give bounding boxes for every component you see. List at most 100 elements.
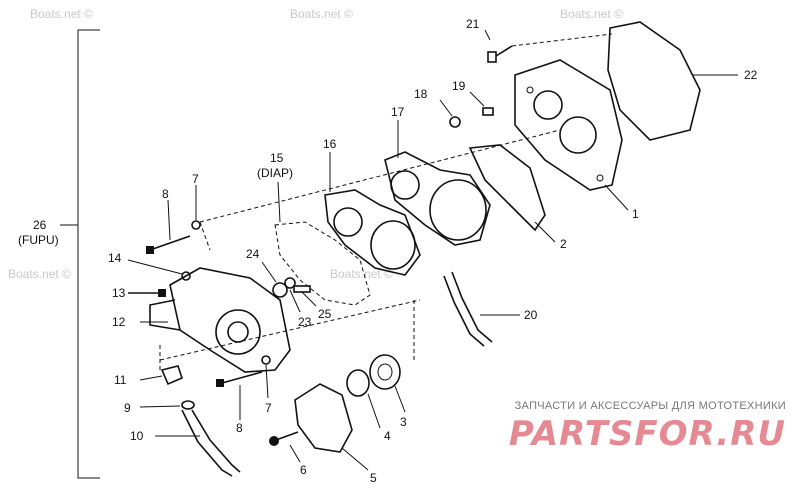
part-8-bolt-head xyxy=(216,379,224,387)
part-12-cylinder xyxy=(215,309,261,355)
watermark: Boats.net © xyxy=(560,7,623,21)
label-18: 18 xyxy=(414,87,428,101)
label-13: 13 xyxy=(112,286,126,300)
axis-line xyxy=(159,299,421,361)
part-8-bolt xyxy=(221,371,263,384)
part-6-screw-head xyxy=(269,436,279,446)
part-17-housing xyxy=(384,151,491,246)
part-14-fitting xyxy=(181,271,191,281)
part-22-gasket xyxy=(607,21,701,141)
part-6-screw xyxy=(275,431,299,441)
part-17-chamber xyxy=(429,179,487,241)
label-15-sub: (DIAP) xyxy=(257,166,293,180)
label-19: 19 xyxy=(452,79,466,93)
watermark: Boats.net © xyxy=(8,267,71,281)
label-7a: 7 xyxy=(192,172,199,186)
label-22: 22 xyxy=(744,68,758,82)
label-12: 12 xyxy=(112,315,126,329)
part-1-chamber xyxy=(559,116,597,154)
part-16-hole xyxy=(333,207,363,237)
part-20-hose xyxy=(443,275,485,347)
leader-25 xyxy=(301,291,317,307)
part-25-spring xyxy=(293,285,311,293)
label-7b: 7 xyxy=(265,401,272,415)
part-12-outlet xyxy=(149,299,181,331)
leader-19 xyxy=(469,91,485,107)
leader-21 xyxy=(484,29,491,41)
part-21-screw-shank xyxy=(495,45,513,57)
leader-8 xyxy=(167,199,171,241)
partsfor-banner: ЗАПЧАСТИ И АКСЕССУАРЫ ДЛЯ МОТОТЕХНИКИ PA… xyxy=(486,400,786,454)
part-16-hole xyxy=(370,220,416,270)
label-3: 3 xyxy=(400,415,407,429)
leader-2 xyxy=(534,221,556,243)
axis-line xyxy=(199,129,561,223)
label-16: 16 xyxy=(323,137,337,151)
partsfor-logo: PARTSFOR.RU xyxy=(508,414,786,454)
part-11-fitting xyxy=(160,365,183,386)
banner-subtitle: ЗАПЧАСТИ И АКСЕССУАРЫ ДЛЯ МОТОТЕХНИКИ xyxy=(514,400,786,412)
leader-15 xyxy=(277,181,281,223)
label-11: 11 xyxy=(114,373,127,387)
watermark: Boats.net © xyxy=(330,267,393,281)
part-3-valve-core xyxy=(377,363,393,381)
part-10-hose xyxy=(191,409,241,473)
label-10: 10 xyxy=(130,429,144,443)
part-21-screw-head xyxy=(487,51,497,63)
part-1-cover xyxy=(514,59,623,191)
part-10-hose xyxy=(181,409,233,477)
part-23-washer xyxy=(284,277,296,289)
axis-line xyxy=(511,33,613,47)
leader-7 xyxy=(265,364,269,399)
label-26: 26 xyxy=(33,218,47,232)
part-12-cylinder-core xyxy=(227,321,249,343)
leader-3 xyxy=(394,385,406,413)
watermark: Boats.net © xyxy=(30,7,93,21)
part-16-gasket xyxy=(324,189,421,276)
part-18-nut xyxy=(449,116,461,128)
part-1-bolt-hole xyxy=(526,86,534,94)
part-15-diaphragm xyxy=(274,221,371,306)
label-14: 14 xyxy=(108,251,122,265)
label-17: 17 xyxy=(391,105,405,119)
part-7-washer xyxy=(191,220,201,230)
part-8-bolt xyxy=(149,235,191,251)
leader-11 xyxy=(139,375,163,381)
part-7-washer xyxy=(261,355,271,365)
leader-4 xyxy=(367,393,381,429)
axis-line xyxy=(199,221,211,251)
assembly-bracket xyxy=(77,29,100,479)
watermark: Boats.net © xyxy=(290,7,353,21)
label-25: 25 xyxy=(318,307,332,321)
part-1-bolt-hole xyxy=(596,174,604,182)
label-1: 1 xyxy=(632,207,639,221)
part-24-oring xyxy=(272,282,288,298)
part-9-clip xyxy=(181,400,195,410)
leader-5 xyxy=(341,447,369,471)
leader-6 xyxy=(289,444,301,463)
part-13-screw-head xyxy=(158,289,166,297)
part-19-clip xyxy=(482,107,494,116)
leader-1 xyxy=(604,184,629,211)
part-20-hose xyxy=(451,271,493,343)
label-20: 20 xyxy=(524,308,538,322)
part-12-pump-body xyxy=(169,267,291,373)
part-4-gasket xyxy=(346,369,370,397)
label-8a: 8 xyxy=(162,187,169,201)
label-23: 23 xyxy=(298,315,312,329)
label-4: 4 xyxy=(384,429,391,443)
leader-14 xyxy=(127,259,183,275)
leader-18 xyxy=(439,99,453,117)
part-8-bolt-head xyxy=(146,246,154,254)
label-21: 21 xyxy=(466,17,480,31)
label-26-sub: (FUPU) xyxy=(18,233,59,247)
label-2: 2 xyxy=(560,237,567,251)
leader-9 xyxy=(139,405,181,408)
label-5: 5 xyxy=(370,471,377,485)
leader-24 xyxy=(261,261,277,283)
part-3-valve xyxy=(369,354,401,390)
label-8b: 8 xyxy=(236,421,243,435)
leader-23 xyxy=(289,289,301,313)
label-24: 24 xyxy=(246,247,260,261)
